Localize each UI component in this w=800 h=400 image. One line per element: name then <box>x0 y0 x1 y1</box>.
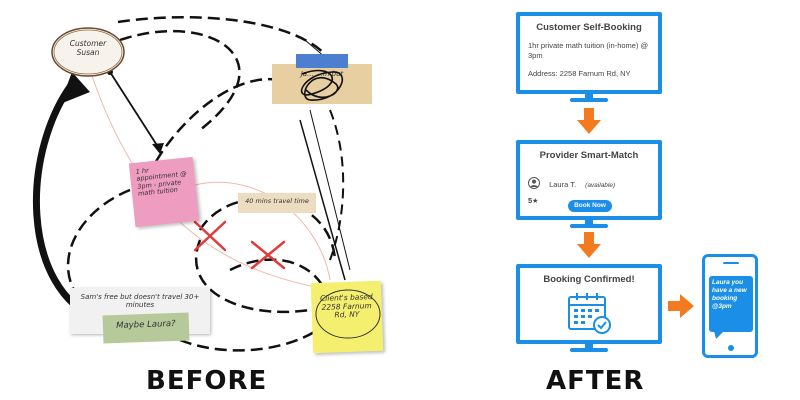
notification-bubble: Laura you have a new booking @3pm <box>709 276 753 332</box>
monitor-stand-1 <box>585 94 593 98</box>
monitor-base-2 <box>570 224 608 228</box>
red-cross-1 <box>193 220 227 252</box>
arrow-right-icon <box>668 294 694 318</box>
booking-confirmed-screen: Booking Confirmed! <box>516 264 662 344</box>
arrow-down-icon <box>577 232 601 258</box>
customer-self-booking-screen: Customer Self-Booking 1hr private math t… <box>516 12 662 94</box>
avatar-icon <box>528 176 540 189</box>
screen-title-confirmed: Booking Confirmed! <box>543 274 635 285</box>
monitor-base-3 <box>570 348 608 352</box>
maybe-laura-note: Maybe Laura? <box>102 312 190 344</box>
monitor-stand-3 <box>585 344 593 348</box>
bubble-tail <box>714 331 724 339</box>
book-now-button[interactable]: Book Now <box>568 200 612 212</box>
monitor-base-1 <box>570 98 608 102</box>
rating: 5★ <box>528 188 538 207</box>
provider-status: (available) <box>585 182 616 189</box>
calendar-check-icon <box>568 293 611 334</box>
before-scribble-diagram <box>32 16 351 352</box>
arrow-down-icon <box>577 108 601 134</box>
booking-address: Address: 2258 Farnum Rd, NY <box>528 68 631 78</box>
pink-sticky-note: 1 hr appointment @ 3pm - private math tu… <box>128 156 200 228</box>
travel-time-tape: 40 mins travel time <box>238 193 316 213</box>
address-circle-scribble <box>315 289 381 339</box>
provider-name: Laura T. <box>549 180 577 189</box>
after-heading: AFTER <box>546 366 645 396</box>
before-heading: BEFORE <box>146 366 268 396</box>
customer-susan-note: Customer Susan <box>69 39 107 57</box>
scribble-out-mark <box>296 54 348 101</box>
star-icon: ★ <box>532 198 539 205</box>
provider-smart-match-screen: Provider Smart-Match Laura T. (available… <box>516 140 662 220</box>
screen-title-smart-match: Provider Smart-Match <box>539 150 639 161</box>
screen-title-self-booking: Customer Self-Booking <box>536 22 642 33</box>
monitor-stand-2 <box>585 220 593 224</box>
booking-details: 1hr private math tuition (in-home) @ 3pm <box>528 41 649 60</box>
phone-speaker <box>723 262 739 264</box>
provider-row: Laura T. (available) <box>528 172 615 191</box>
red-cross-2 <box>250 240 286 270</box>
phone-home-button <box>728 345 734 351</box>
rating-value: 5 <box>528 196 533 205</box>
